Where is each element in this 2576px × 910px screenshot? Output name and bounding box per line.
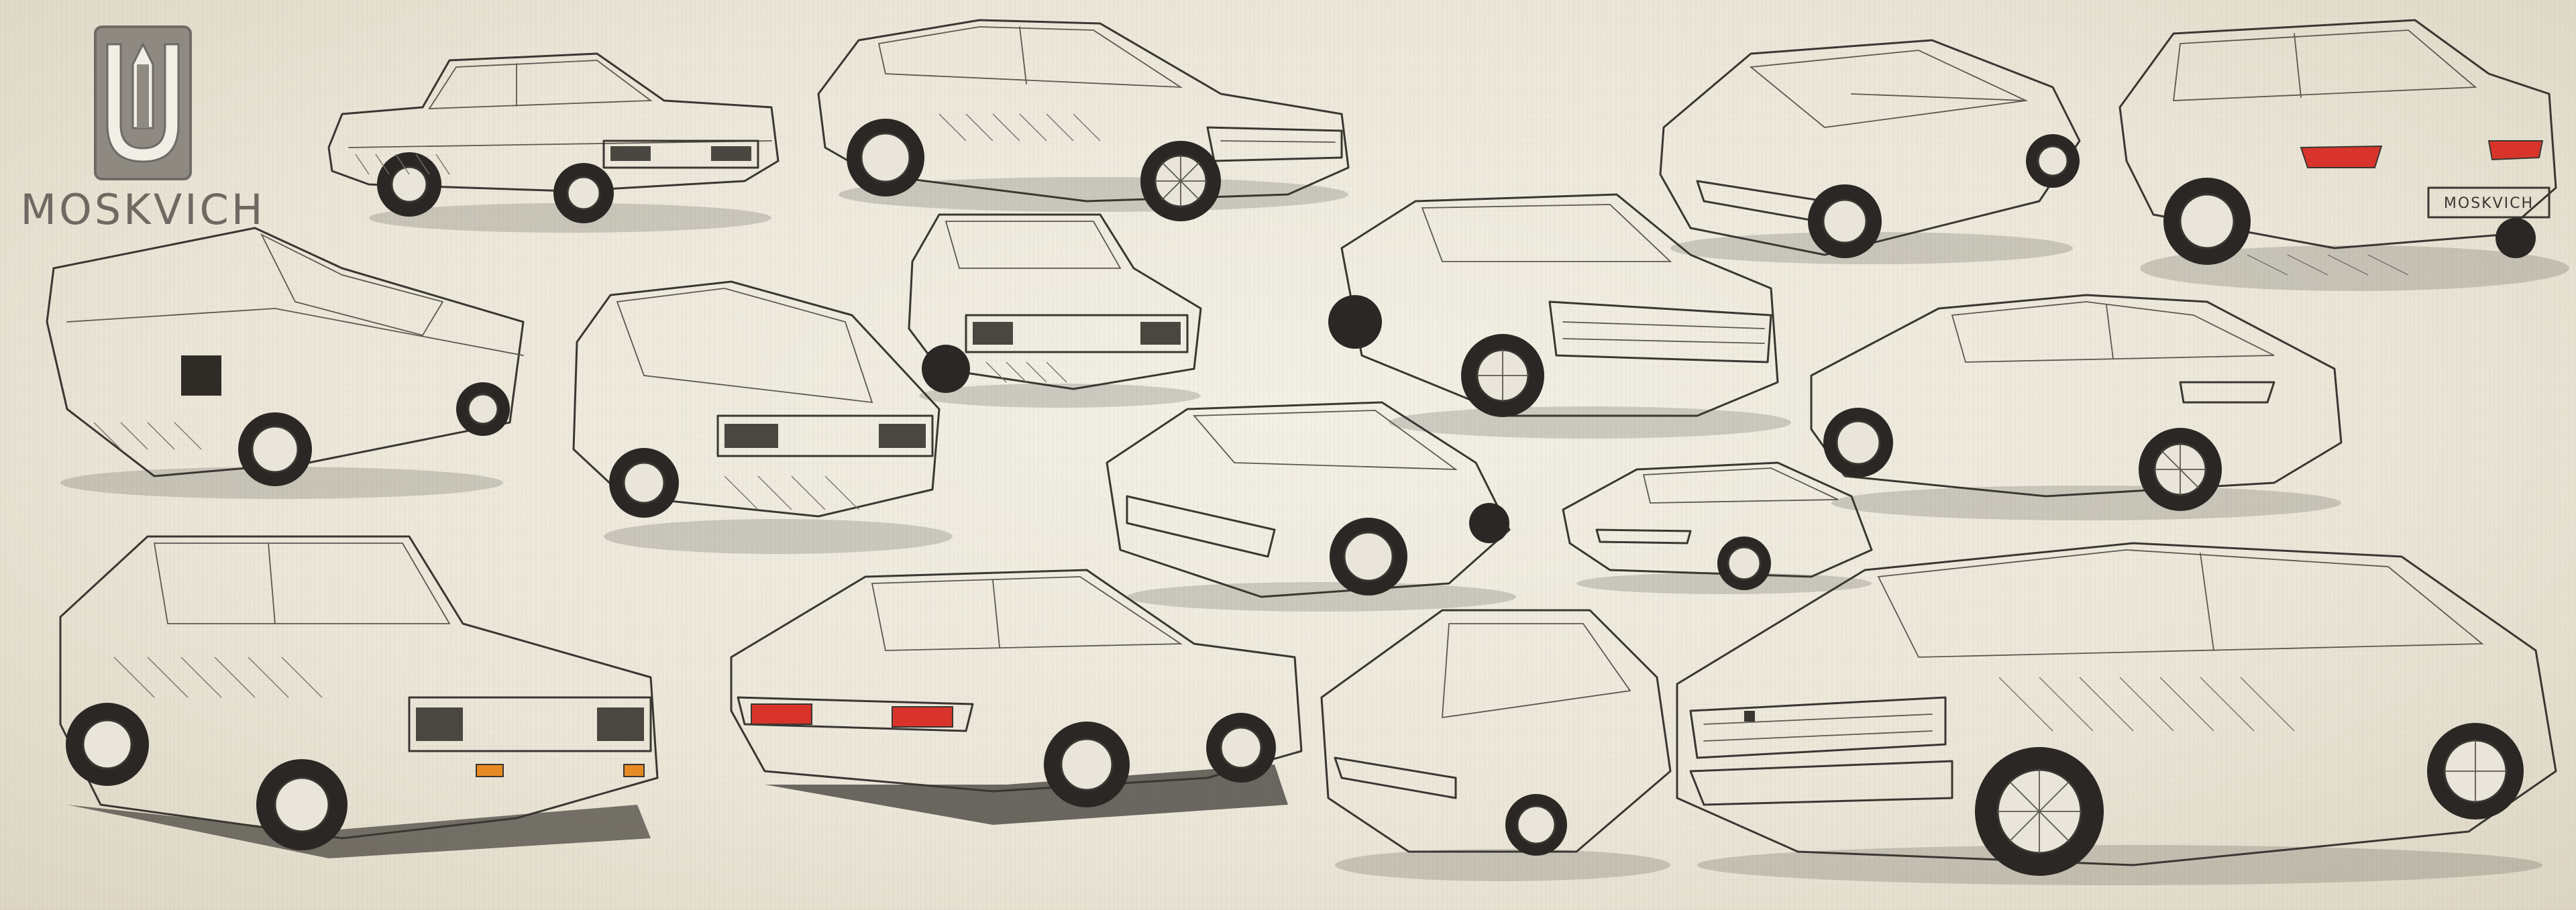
sketch-classic-sedan-front-bottom (47, 523, 664, 878)
sketch-classic-sedan-rear-red (724, 563, 1303, 832)
sketch-hatchback-front (564, 275, 953, 557)
sketch-modern-hatch-front (1100, 396, 1516, 617)
brand-name: MOSKVICH (20, 185, 266, 234)
moskvich-emblem (94, 25, 192, 180)
sketch-modern-sedan-rear-top (1650, 27, 2093, 268)
sketch-modern-sedan-rear-side (1805, 282, 2355, 523)
brand-logo: MOSKVICH (19, 24, 267, 234)
rear-badge-text: MOSKVICH (2444, 195, 2534, 212)
sketch-classic-sedan-rear (315, 47, 785, 235)
sketch-modern-suv-front (1328, 188, 1791, 443)
sketch-modern-sedan-front (805, 13, 1355, 221)
sketch-classic-sedan-front-left (40, 221, 537, 503)
sketch-modern-coupe-top (1308, 597, 1684, 885)
sketch-classic-compact-front (899, 208, 1208, 409)
sketch-small-sedan-rear (1556, 456, 1878, 597)
sketch-sedan-rear-badge: MOSKVICH (2113, 13, 2569, 295)
sketch-large-modern-sedan-front (1664, 530, 2563, 892)
